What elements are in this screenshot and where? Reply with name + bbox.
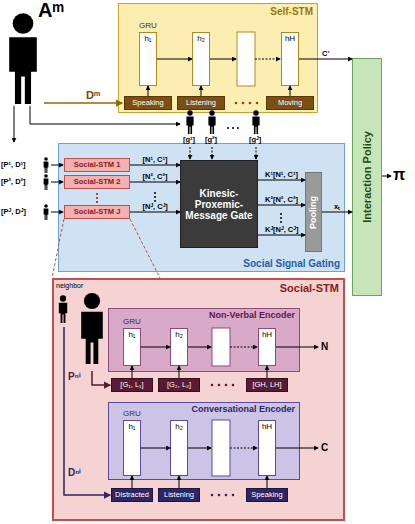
gru-cell: h₁ <box>123 420 141 476</box>
edge-label: C' <box>322 50 329 58</box>
gru-label: GRU <box>139 22 157 30</box>
node-text: [GH, LH] <box>252 381 281 389</box>
node-text: Speaking <box>132 99 163 107</box>
gru-cell: h₂ <box>192 32 210 86</box>
gru-cell: h₁ <box>123 328 141 366</box>
module-panel: Social-STM Non-Verbal Encoder h₁ h₂ hH [G₁, L… <box>52 278 345 521</box>
gru-cell: h₂ <box>170 420 188 476</box>
panel-title: Social-STM <box>280 282 339 294</box>
input-box: [G₂, L₂] <box>158 378 200 392</box>
edge-label: K²[N², C²] <box>265 196 298 204</box>
input-box: Moving <box>266 96 314 110</box>
agent-down-arrow <box>14 106 15 142</box>
edge-label: [N², C²] <box>143 173 168 181</box>
gru-cell: hH <box>258 328 276 366</box>
output-arrow <box>382 176 391 177</box>
signal-label: Pⁿⁱ <box>68 372 81 382</box>
ellipsis-dot <box>227 127 229 129</box>
gaze-label: [g¹] <box>183 136 195 144</box>
node-text: Social-STM 1 <box>74 161 121 169</box>
node-text: hH <box>262 423 272 432</box>
pooling-box: Pooling <box>305 172 322 252</box>
input-label: [P², D²] <box>1 178 26 186</box>
panel-title: Non-Verbal Encoder <box>209 311 295 321</box>
input-label: [P¹, D¹] <box>1 161 26 169</box>
node-text: Distracted <box>115 491 149 499</box>
gru-label: GRU <box>123 410 141 418</box>
neighbor-figure <box>44 174 49 190</box>
node-text: [G₁, L₁] <box>120 381 143 389</box>
gru-cell: h₁ <box>139 32 157 86</box>
panel-title: Self-STM <box>270 6 313 17</box>
module-box: Social-STM 1 <box>64 158 130 172</box>
edge-label: [N¹, C¹] <box>143 156 168 164</box>
input-label: [Pᴶ, Dᴶ] <box>1 208 26 216</box>
neighbor-figure <box>186 110 193 134</box>
edge-label: Kᴶ[Nᴶ, Cᴶ] <box>265 226 298 234</box>
ellipsis-dot <box>232 127 234 129</box>
node-text: Interaction Policy <box>361 131 373 223</box>
node-text: Social-STM J <box>74 208 121 216</box>
neighbor-label: neighbor <box>56 282 83 289</box>
edge-label: xₜ <box>334 203 340 211</box>
node-text: hH <box>285 35 295 44</box>
gru-cell: hH <box>258 420 276 476</box>
module-box: Social-STM J <box>64 205 130 219</box>
policy-box: Interaction Policy <box>352 58 382 296</box>
node-text: Moving <box>278 99 302 107</box>
node-text: [G₂, L₂] <box>167 381 191 389</box>
panel-title: Social Signal Gating <box>243 258 340 269</box>
node-text: hH <box>262 331 272 340</box>
neighbor-figure <box>44 157 49 173</box>
module-panel: Social Signal Gating Social-STM 1 Social-S… <box>58 143 345 272</box>
input-box: Listening <box>158 488 200 502</box>
node-text: Speaking <box>251 491 282 499</box>
node-text: h₁ <box>128 423 135 432</box>
agent-label: Aᵐ <box>38 0 64 20</box>
neighbor-figure <box>252 110 259 134</box>
node-text: Listening <box>186 99 216 107</box>
self-input-arrow <box>44 102 122 104</box>
input-box: [G₁, L₁] <box>111 378 153 392</box>
ellipsis-dot <box>237 127 239 129</box>
node-text: Social-STM 2 <box>74 178 121 186</box>
input-box: Listening <box>177 96 225 110</box>
output-label: C <box>321 443 328 453</box>
edge-label: K¹[N¹, C¹] <box>265 171 298 179</box>
node-text: Pooling <box>309 196 319 229</box>
agent-figure <box>9 13 37 104</box>
module-box: Social-STM 2 <box>64 175 130 189</box>
gaze-label: [gᴶ] <box>249 136 261 144</box>
gru-label: GRU <box>123 318 141 326</box>
signal-label: Dⁿⁱ <box>68 468 81 478</box>
node-text: h₂ <box>197 35 205 44</box>
neighbor-figure <box>44 204 49 220</box>
panel-title: Conversational Encoder <box>191 405 295 415</box>
signal-label: Dᵐ <box>86 90 100 101</box>
node-text: h₁ <box>144 35 151 44</box>
node-text: Kinesic-Proxemic-Message Gate <box>184 188 254 221</box>
node-text: h₂ <box>175 423 183 432</box>
neighbor-figure <box>208 110 215 134</box>
input-box: Speaking <box>124 96 172 110</box>
module-panel: Self-STM h₁ h₂ hH Speaking Listening Moving <box>118 3 318 113</box>
policy-output-label: π <box>393 167 405 183</box>
gate-box: Kinesic-Proxemic-Message Gate <box>180 160 258 248</box>
output-label: N <box>321 342 328 352</box>
input-box: Distracted <box>111 488 153 502</box>
gru-cell: hH <box>281 32 299 86</box>
node-text: Listening <box>164 491 194 499</box>
input-box: [GH, LH] <box>246 378 288 392</box>
edge-label: [Nᴶ, Cᴶ] <box>143 203 168 211</box>
gaze-label: [g²] <box>205 136 217 144</box>
input-box: Speaking <box>246 488 288 502</box>
gru-cell: h₂ <box>170 328 188 366</box>
node-text: h₁ <box>128 331 135 340</box>
node-text: h₂ <box>175 331 183 340</box>
